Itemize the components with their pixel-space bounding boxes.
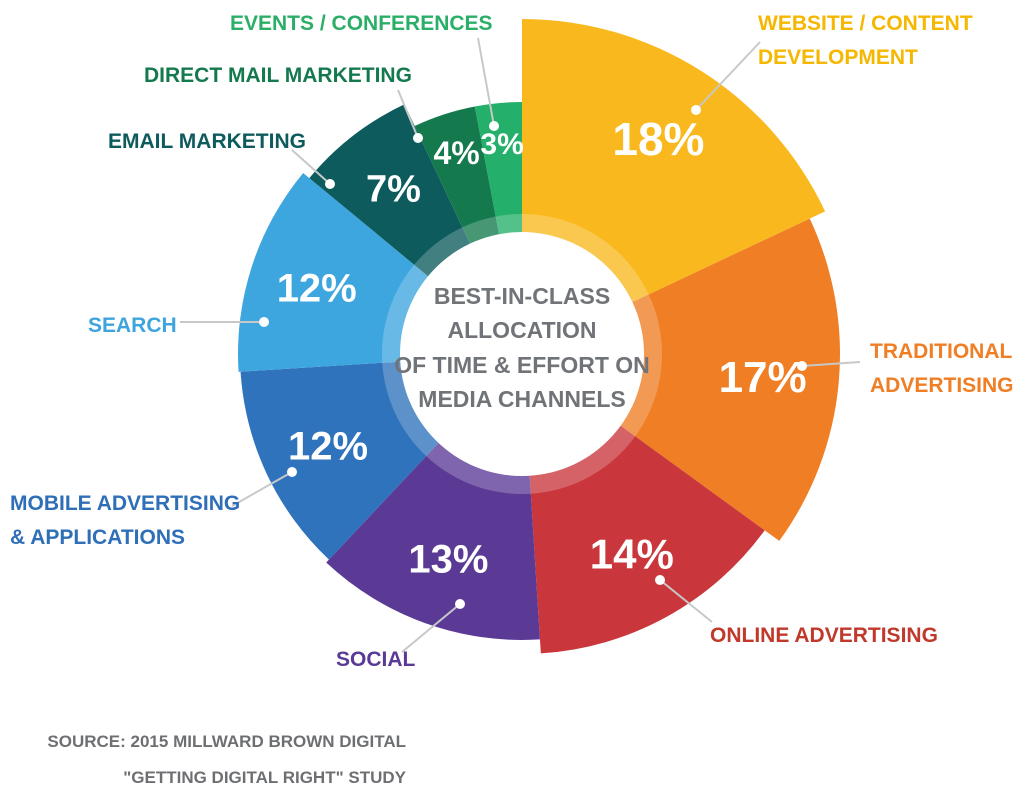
slice-value-label: 13% <box>408 538 488 582</box>
leader-dot <box>655 575 665 585</box>
chart-title: BEST-IN-CLASS ALLOCATION OF TIME & EFFOR… <box>394 283 650 412</box>
slice-category-label: ONLINE ADVERTISING <box>710 624 938 647</box>
slice-value-label: 14% <box>590 530 674 577</box>
slice-category-label: DIRECT MAIL MARKETING <box>144 64 412 87</box>
chart-title-line: ALLOCATION <box>447 317 596 343</box>
leader-line <box>401 603 461 653</box>
slice-value-label: 18% <box>612 113 704 165</box>
leader-line <box>291 149 331 185</box>
slice-category-label: EMAIL MARKETING <box>108 130 306 153</box>
slice-category-label: SEARCH <box>88 314 177 337</box>
leader-line <box>801 361 861 367</box>
leader-line <box>477 37 495 127</box>
leader-line <box>695 41 761 111</box>
leader-line <box>231 471 293 507</box>
leader-dot <box>325 179 335 189</box>
leader-line <box>397 89 419 139</box>
slice-value-label: 3% <box>480 128 523 161</box>
source-line: SOURCE: 2015 MILLWARD BROWN DIGITAL <box>47 732 406 751</box>
leader-dot <box>455 599 465 609</box>
source-note: SOURCE: 2015 MILLWARD BROWN DIGITAL "GET… <box>47 732 406 787</box>
pie-slice <box>522 218 840 541</box>
source-line: "GETTING DIGITAL RIGHT" STUDY <box>123 768 406 787</box>
slice-category-label: SOCIAL <box>336 648 416 671</box>
leader-line <box>659 579 713 623</box>
leader-dot <box>413 133 423 143</box>
slice-category-label: TRADITIONAL <box>870 340 1012 363</box>
leader-dot <box>489 121 499 131</box>
leader-dot <box>797 361 807 371</box>
leader-dot <box>259 317 269 327</box>
slice-value-label: 4% <box>433 135 479 171</box>
slice-value-label: 17% <box>719 353 807 402</box>
chart-title-line: OF TIME & EFFORT ON <box>394 352 650 378</box>
center-circle <box>400 232 644 476</box>
slice-value-label: 12% <box>288 424 368 468</box>
slice-category-label: ADVERTISING <box>870 374 1014 397</box>
slice-category-label: & APPLICATIONS <box>10 526 185 549</box>
chart-title-line: BEST-IN-CLASS <box>434 283 610 309</box>
leader-dot <box>691 105 701 115</box>
slice-category-label: DEVELOPMENT <box>758 46 918 69</box>
slice-category-label: EVENTS / CONFERENCES <box>230 12 493 35</box>
slice-value-label: 7% <box>366 169 421 211</box>
slice-category-label: WEBSITE / CONTENT <box>758 12 973 35</box>
chart-title-line: MEDIA CHANNELS <box>418 386 625 412</box>
slice-value-label: 12% <box>277 266 357 310</box>
leader-dot <box>287 467 297 477</box>
slice-category-label: MOBILE ADVERTISING <box>10 492 240 515</box>
